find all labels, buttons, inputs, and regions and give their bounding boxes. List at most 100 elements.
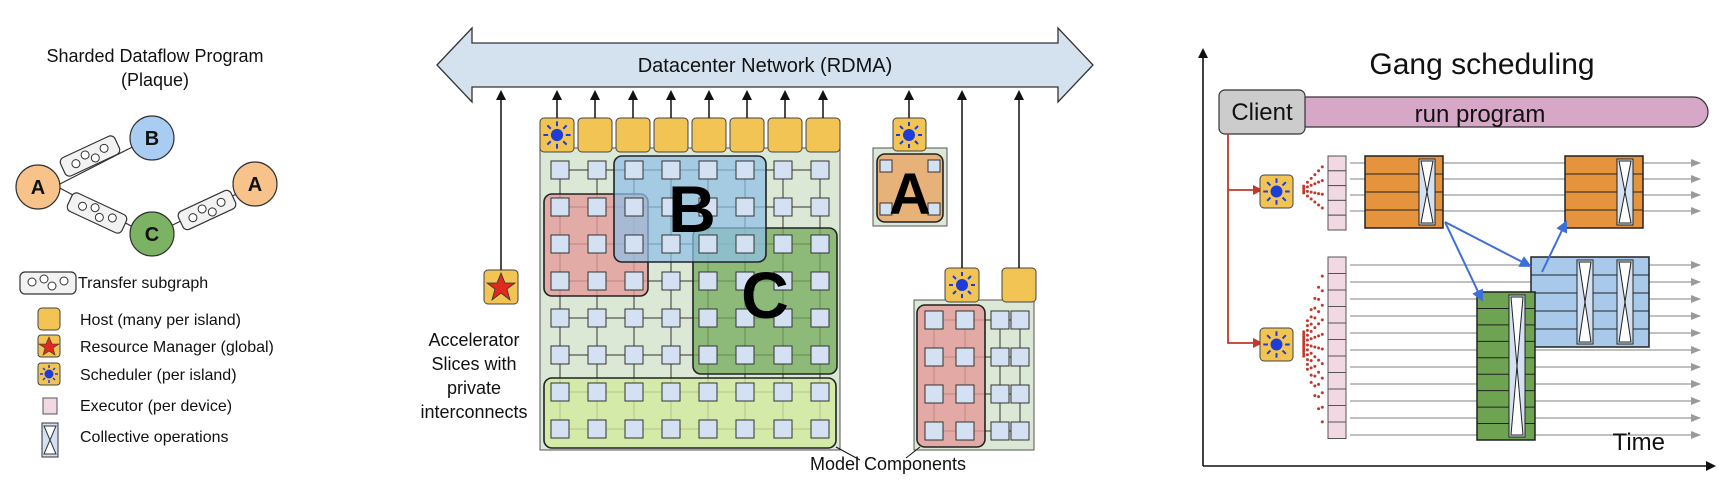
legend-transfer-label: Transfer subgraph [78, 275, 208, 292]
chip [810, 345, 830, 365]
run-program-label: run program [1415, 101, 1546, 128]
main-island-hosts [539, 90, 841, 153]
legend-host-label: Host (many per island) [80, 312, 241, 329]
svg-text:A: A [31, 177, 45, 199]
chip [550, 382, 570, 402]
legend: Transfer subgraph Host (many per island)… [19, 271, 274, 458]
host [729, 117, 765, 153]
chip [698, 382, 718, 402]
chip [550, 160, 570, 180]
chip [1010, 310, 1030, 330]
chip [624, 308, 644, 328]
collective-blocks [1364, 155, 1650, 441]
svg-text:Accelerator: Accelerator [428, 330, 519, 350]
right-panel: Gang scheduling run program Client Time [1198, 48, 1716, 471]
svg-text:interconnects: interconnects [420, 402, 527, 422]
legend-resource-label: Resource Manager (global) [80, 339, 274, 356]
model-components-label: Model Components [810, 454, 966, 474]
chip [587, 160, 607, 180]
component-c-label: C [741, 258, 789, 332]
chip [955, 347, 975, 367]
client-box [1218, 89, 1306, 135]
right-island-chips-overlay [924, 310, 1030, 441]
chip [924, 421, 944, 441]
chip [624, 160, 644, 180]
chip [587, 419, 607, 439]
chip [624, 419, 644, 439]
chip [924, 310, 944, 330]
component-b [613, 155, 767, 263]
resource-manager-star [483, 90, 519, 305]
chip [550, 271, 570, 291]
legend-collective-label: Collective operations [80, 429, 229, 446]
chip [698, 271, 718, 291]
chip [587, 382, 607, 402]
chip [810, 419, 830, 439]
node-a-left: A [15, 164, 61, 210]
host [691, 117, 727, 153]
orange-block-2 [1564, 155, 1644, 229]
chip [773, 419, 793, 439]
collective-op-icon [41, 422, 59, 458]
chip [773, 197, 793, 217]
svg-text:C: C [145, 224, 159, 246]
chip [1010, 347, 1030, 367]
host [653, 117, 689, 153]
chip [990, 384, 1010, 404]
chip [698, 234, 718, 254]
executor-column-bottom [1327, 256, 1347, 439]
chip [924, 347, 944, 367]
chip [624, 234, 644, 254]
legend-scheduler-label: Scheduler (per island) [80, 367, 237, 384]
chip [773, 160, 793, 180]
scheduler-sun-icon [37, 362, 61, 386]
node-a-right: A [232, 161, 278, 207]
host [615, 117, 651, 153]
chip [661, 382, 681, 402]
gang-title: Gang scheduling [1369, 48, 1594, 81]
chip [1010, 421, 1030, 441]
time-label: Time [1613, 429, 1665, 456]
chip [661, 271, 681, 291]
node-c: C [129, 211, 175, 257]
svg-text:A: A [248, 174, 262, 196]
chip [990, 347, 1010, 367]
chip [810, 160, 830, 180]
transfer-subgraph-2 [66, 192, 128, 234]
chip [810, 271, 830, 291]
chip [624, 382, 644, 402]
chip [550, 197, 570, 217]
program-title-line2: (Plaque) [121, 70, 189, 90]
chip [550, 234, 570, 254]
network-label: Datacenter Network (RDMA) [638, 55, 893, 77]
dispatch-dots [1302, 165, 1324, 424]
chip [661, 419, 681, 439]
chip [624, 197, 644, 217]
chip [735, 234, 755, 254]
chip [810, 382, 830, 402]
chip [773, 234, 793, 254]
island-a: A [872, 90, 948, 227]
center-panel: Datacenter Network (RDMA) B C A [420, 26, 1094, 474]
component-yellow [543, 377, 837, 449]
chip [773, 308, 793, 328]
green-block [1476, 291, 1536, 441]
chip [773, 345, 793, 365]
component-b-label: B [668, 172, 716, 246]
chip [735, 308, 755, 328]
chip [661, 308, 681, 328]
chip [955, 421, 975, 441]
transfer-subgraph-icon [19, 271, 77, 295]
chip [810, 234, 830, 254]
chip [550, 345, 570, 365]
chip [661, 160, 681, 180]
chip [773, 271, 793, 291]
client-label: Client [1231, 99, 1293, 126]
component-red-right [916, 304, 986, 448]
chip [550, 308, 570, 328]
chip [550, 419, 570, 439]
chip [587, 271, 607, 291]
transfer-subgraph-3 [177, 189, 237, 231]
host [767, 117, 803, 153]
chip [587, 308, 607, 328]
